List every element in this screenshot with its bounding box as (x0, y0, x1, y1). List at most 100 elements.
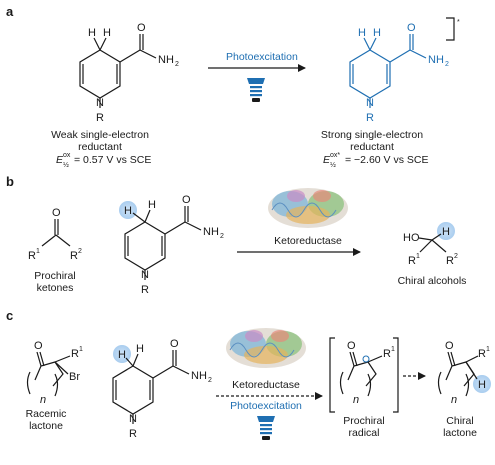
atom-n: N (129, 413, 137, 425)
atom-nh-sub: 2 (445, 61, 449, 68)
potential-sup: ox (63, 152, 71, 159)
nadh-structure-b: H H O NH 2 N R (119, 194, 224, 296)
atom-o: O (137, 22, 146, 34)
potential-sub: ½ (63, 161, 69, 169)
atom-h-highlighted: H (442, 226, 450, 238)
potential-symbol: E (323, 154, 331, 166)
atom-h: H (88, 27, 96, 39)
atom-h: H (358, 27, 366, 39)
ketone-structure: O R 1 R 2 (28, 207, 82, 262)
atom-nh: NH (191, 370, 207, 382)
excited-state-star: * (457, 19, 460, 26)
right-potential: E ox* ½ = −2.60 V vs SCE (323, 152, 428, 169)
racemic-lactone-structure: O R 1 Br n (26, 340, 83, 406)
atom-o: O (407, 22, 416, 34)
atom-r1-sup: 1 (391, 346, 395, 353)
atom-h-highlighted: H (124, 205, 132, 217)
atom-r2: R (70, 250, 78, 262)
potential-symbol: E (56, 154, 64, 166)
atom-nh-sub: 2 (175, 61, 179, 68)
caption-chiral-alcohols: Chiral alcohols (398, 275, 467, 287)
caption-strong-reductant-1: Strong single-electron (321, 129, 423, 141)
ketoreductase-protein-image (268, 188, 348, 228)
lightbulb-icon (247, 78, 265, 102)
atom-r1: R (71, 348, 79, 360)
atom-h-highlighted: H (478, 379, 486, 391)
atom-nh: NH (158, 54, 174, 66)
panel-c-letter: c (6, 308, 13, 323)
atom-nh-sub: 2 (220, 233, 224, 240)
potential-value-strong: = −2.60 V vs SCE (345, 154, 428, 166)
atom-r2: R (446, 255, 454, 267)
left-potential: E ox ½ = 0.57 V vs SCE (56, 152, 151, 169)
caption-prochiral-radical-1: Prochiral (343, 415, 384, 427)
arrow-label-ketoreductase: Ketoreductase (232, 379, 300, 391)
prochiral-radical-structure: O R 1 n (329, 337, 399, 413)
caption-racemic-2: lactone (29, 420, 63, 432)
atom-n: N (96, 97, 104, 109)
chiral-lactone-structure: O R 1 H n (437, 340, 491, 406)
nadh-structure-c: H H O NH 2 N R (112, 338, 212, 440)
atom-r1-sup: 1 (36, 248, 40, 255)
caption-strong-reductant-2: reductant (350, 141, 394, 153)
atom-o: O (34, 340, 43, 352)
atom-r1-sup: 1 (486, 346, 490, 353)
atom-h-highlighted: H (118, 349, 126, 361)
arrow-label-photoexcitation: Photoexcitation (226, 51, 298, 63)
caption-weak-reductant-2: reductant (78, 141, 122, 153)
arrow-label-ketoreductase: Ketoreductase (274, 235, 342, 247)
atom-o: O (182, 194, 191, 206)
atom-r1: R (383, 348, 391, 360)
chiral-alcohol-structure: HO H R 1 R 2 (403, 222, 458, 267)
panel-b-letter: b (6, 174, 14, 189)
hydride-highlight (437, 222, 455, 240)
caption-chiral-lactone-1: Chiral (446, 415, 473, 427)
atom-nh: NH (428, 54, 444, 66)
caption-prochiral-radical-2: radical (349, 427, 380, 439)
hydride-highlight (119, 201, 137, 219)
potential-value-weak: = 0.57 V vs SCE (74, 154, 151, 166)
atom-n: N (141, 269, 149, 281)
caption-prochiral-2: ketones (37, 282, 74, 294)
atom-o: O (170, 338, 179, 350)
panel-a-letter: a (6, 4, 14, 19)
caption-prochiral-1: Prochiral (34, 270, 75, 282)
atom-r: R (129, 428, 137, 440)
atom-h: H (103, 27, 111, 39)
potential-sub: ½ (330, 161, 336, 169)
arrow-label-photoexcitation: Photoexcitation (230, 400, 302, 412)
atom-o: O (445, 340, 454, 352)
caption-weak-reductant-1: Weak single-electron (51, 129, 149, 141)
potential-sup-star: ox* (330, 152, 340, 159)
ring-size-n: n (40, 394, 46, 406)
nadh-structure-left: H H O NH 2 N R (79, 22, 179, 124)
atom-ho: HO (403, 232, 420, 244)
atom-n: N (366, 97, 374, 109)
atom-nh: NH (203, 226, 219, 238)
atom-o: O (347, 340, 356, 352)
atom-r: R (366, 112, 374, 124)
atom-o: O (52, 207, 61, 219)
caption-chiral-lactone-2: lactone (443, 427, 477, 439)
ring-size-n: n (451, 394, 457, 406)
lightbulb-icon (257, 416, 275, 440)
atom-br: Br (69, 371, 80, 383)
hydride-highlight (473, 375, 491, 393)
caption-racemic-1: Racemic (26, 408, 67, 420)
atom-h: H (148, 199, 156, 211)
atom-r: R (96, 112, 104, 124)
atom-h: H (373, 27, 381, 39)
ring-size-n: n (353, 394, 359, 406)
atom-r2-sup: 2 (454, 253, 458, 260)
atom-r1: R (478, 348, 486, 360)
atom-nh-sub: 2 (208, 377, 212, 384)
atom-r1: R (28, 250, 36, 262)
ketoreductase-protein-image (226, 328, 306, 368)
atom-h: H (136, 343, 144, 355)
atom-r1-sup: 1 (79, 346, 83, 353)
nadh-excited-structure: H H O NH 2 N R * (349, 17, 460, 124)
atom-r2-sup: 2 (78, 248, 82, 255)
atom-r: R (141, 284, 149, 296)
atom-r1: R (408, 255, 416, 267)
